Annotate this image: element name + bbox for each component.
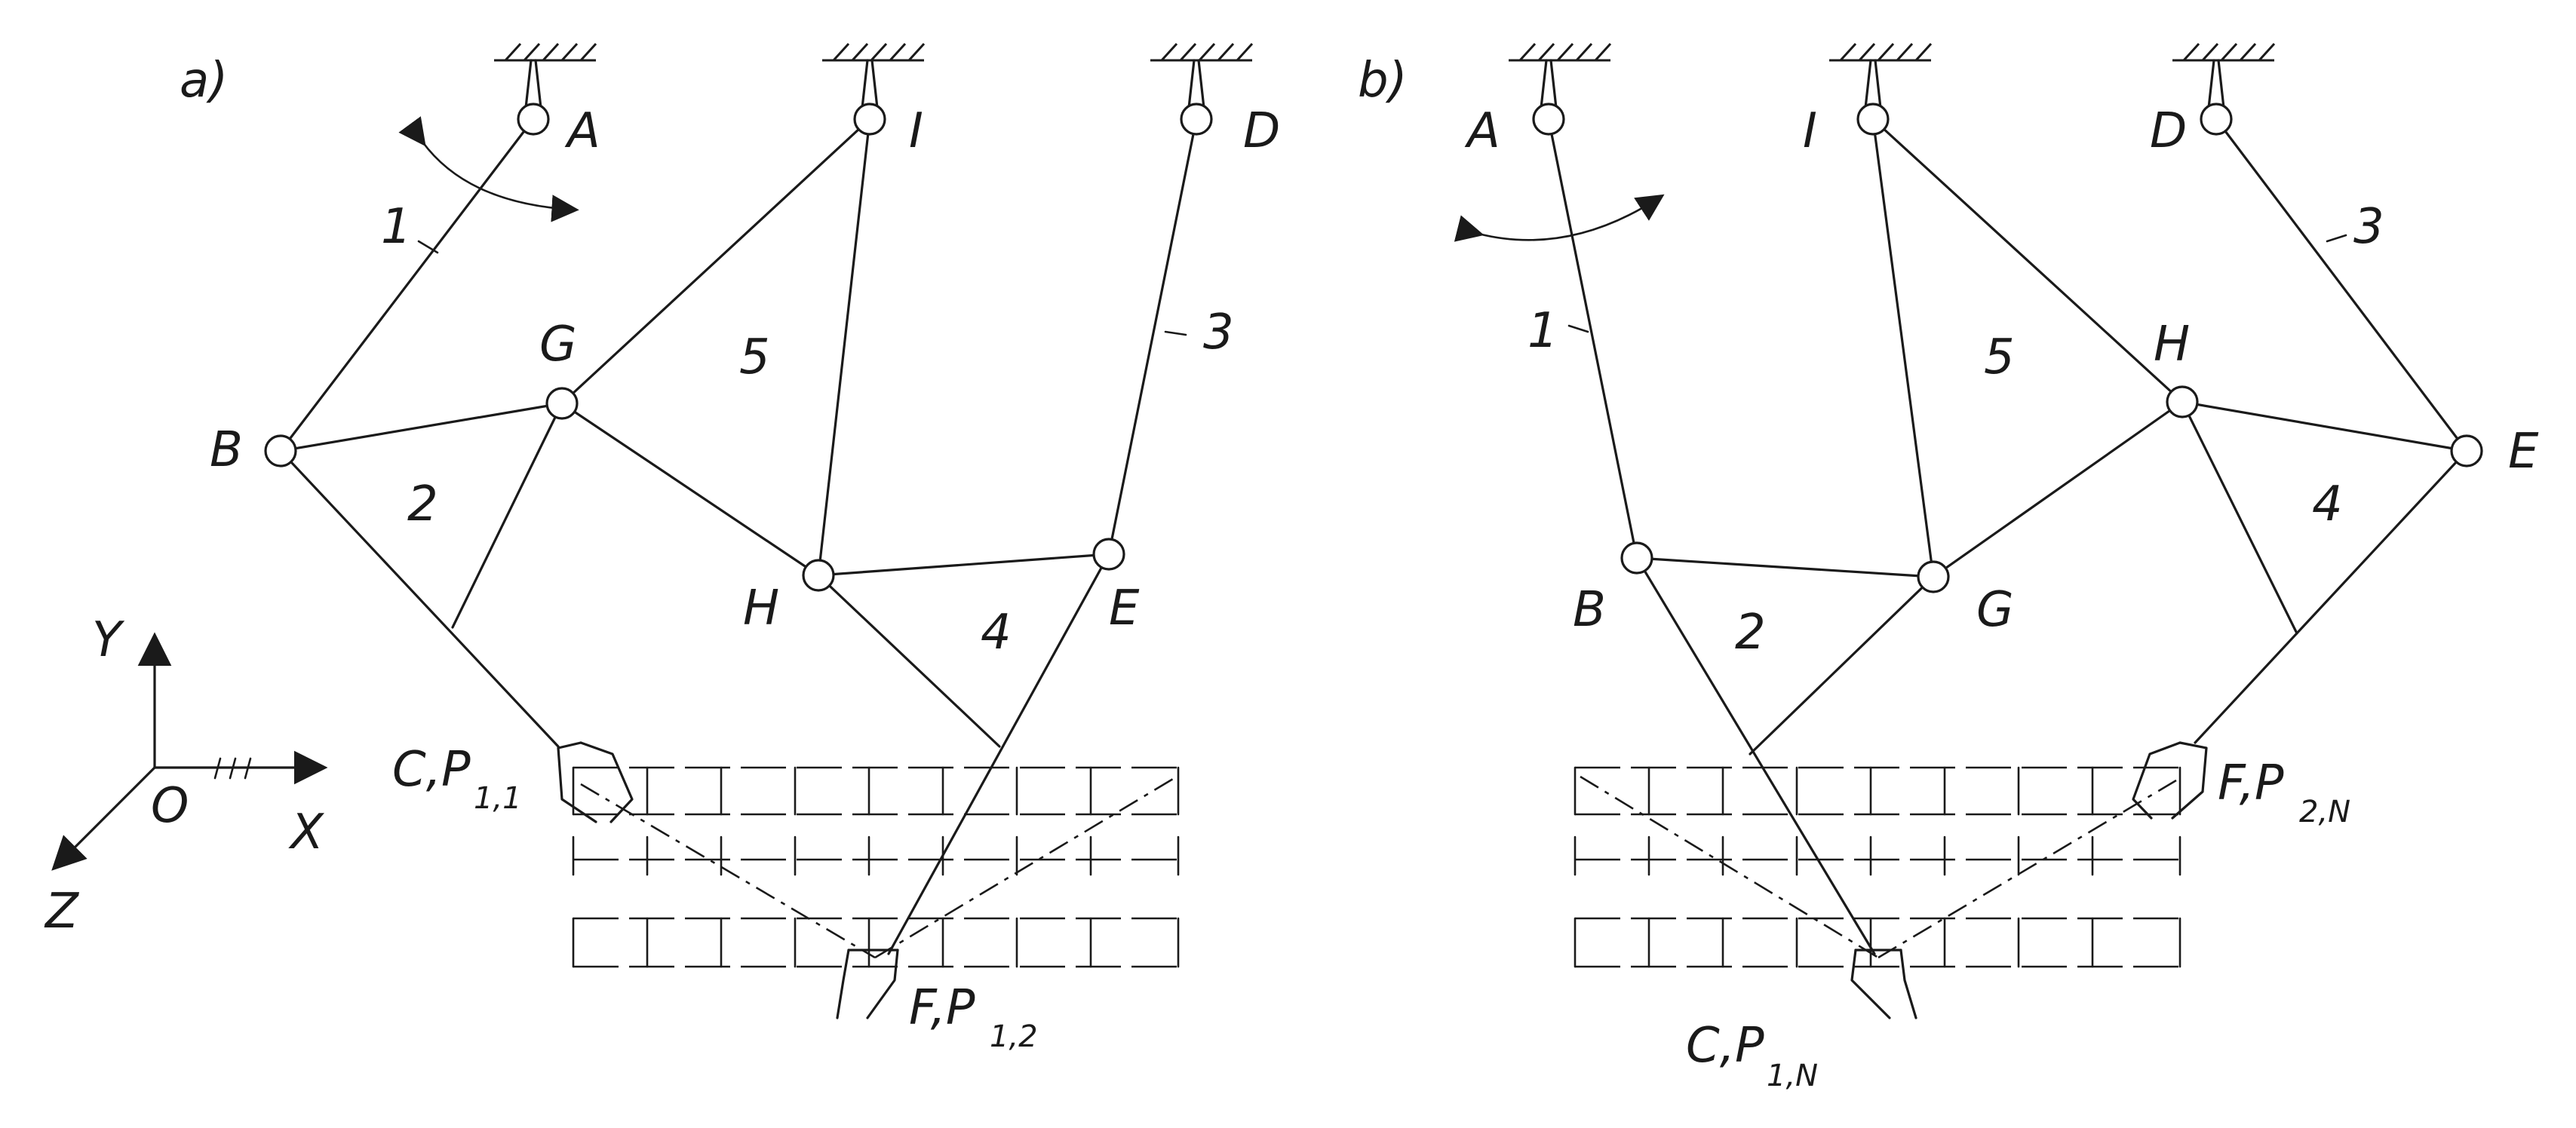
axis-x-label: X (288, 805, 324, 860)
workpiece-grid-b (1574, 766, 2181, 968)
joint-a-D (1180, 103, 1213, 136)
label-a-D: D (1243, 103, 1280, 159)
panel-b-tag: b) (1358, 53, 1408, 109)
svg-text:F,P: F,P (2218, 756, 2284, 811)
ground-support-b-D (2172, 42, 2276, 109)
ground-support-a-I (822, 42, 926, 109)
joint-a-G (545, 387, 579, 420)
label-b-I: I (1803, 103, 1817, 159)
label-a-I: I (909, 103, 923, 159)
svg-text:1,2: 1,2 (990, 1019, 1038, 1054)
gripper-a-2 (836, 949, 899, 1019)
joint-a-A (517, 103, 550, 136)
label-a-A: A (564, 103, 600, 159)
axis-origin-label: O (151, 778, 189, 834)
label-a-E: E (1109, 581, 1140, 636)
joint-a-I (853, 103, 886, 136)
joint-b-B (1620, 541, 1653, 575)
joints-b (1532, 103, 2483, 593)
label-b-link-2: 2 (1735, 605, 1766, 661)
panel-a-tag: a) (180, 53, 228, 109)
label-b-G: G (1976, 582, 2014, 638)
svg-text:C,P: C,P (1686, 1018, 1764, 1074)
label-a-link-4: 4 (981, 605, 1012, 661)
joint-b-I (1856, 103, 1890, 136)
label-b-E: E (2508, 424, 2539, 480)
label-b-link-4: 4 (2312, 477, 2343, 532)
linkage-b (1547, 118, 2468, 955)
joint-b-G (1917, 560, 1950, 593)
gripper-b-1 (2132, 741, 2208, 820)
label-b-D: D (2150, 103, 2187, 159)
ground-support-b-A (1509, 42, 1612, 109)
gripper-b-2 (1850, 949, 1917, 1019)
label-b-link-3: 3 (2353, 199, 2384, 255)
joint-b-D (2200, 103, 2233, 136)
svg-text:1,1: 1,1 (474, 781, 522, 816)
label-a-link-3: 3 (1203, 305, 1234, 360)
gripper-label-b-2: C,P 1,N (1686, 1018, 1818, 1093)
joint-b-A (1532, 103, 1565, 136)
label-b-link-1: 1 (1527, 303, 1558, 359)
label-a-B: B (210, 422, 243, 478)
label-a-link-5: 5 (739, 330, 770, 385)
gripper-label-b-1: F,P 2,N (2218, 756, 2350, 829)
joint-b-H (2166, 385, 2199, 418)
axis-z-label: Z (44, 884, 79, 939)
svg-text:F,P: F,P (909, 980, 975, 1036)
gripper-label-a-1: C,P 1,1 (392, 742, 522, 816)
svg-text:1,N: 1,N (1767, 1059, 1818, 1093)
label-a-G: G (539, 317, 577, 372)
workpiece-grid-a (572, 766, 1180, 968)
gripper-a-1 (557, 741, 634, 823)
ground-support-a-D (1150, 42, 1254, 109)
label-a-H: H (743, 581, 779, 636)
joint-a-B (264, 434, 297, 467)
label-a-link-2: 2 (407, 477, 438, 532)
label-b-A: A (1464, 103, 1500, 159)
ground-support-a-A (494, 42, 597, 109)
panel-a: a) (180, 42, 1280, 1054)
svg-text:2,N: 2,N (2299, 795, 2350, 829)
coordinate-axes: Y X Z O (44, 612, 328, 939)
joint-a-H (802, 559, 835, 592)
label-a-link-1: 1 (381, 199, 412, 255)
rotation-arrow-b (1454, 194, 1665, 242)
axis-y-label: Y (92, 612, 125, 668)
gripper-label-a-2: F,P 1,2 (909, 980, 1038, 1054)
label-b-H: H (2154, 317, 2190, 372)
label-b-link-5: 5 (1984, 330, 2015, 385)
joint-a-E (1092, 538, 1125, 571)
panel-b: b) (1358, 42, 2539, 1093)
linkage-a (279, 118, 1198, 955)
label-b-B: B (1573, 582, 1606, 638)
joint-b-E (2450, 434, 2483, 467)
svg-text:C,P: C,P (392, 742, 471, 798)
ground-support-b-I (1829, 42, 1933, 109)
rotation-arrow-a (398, 116, 579, 222)
